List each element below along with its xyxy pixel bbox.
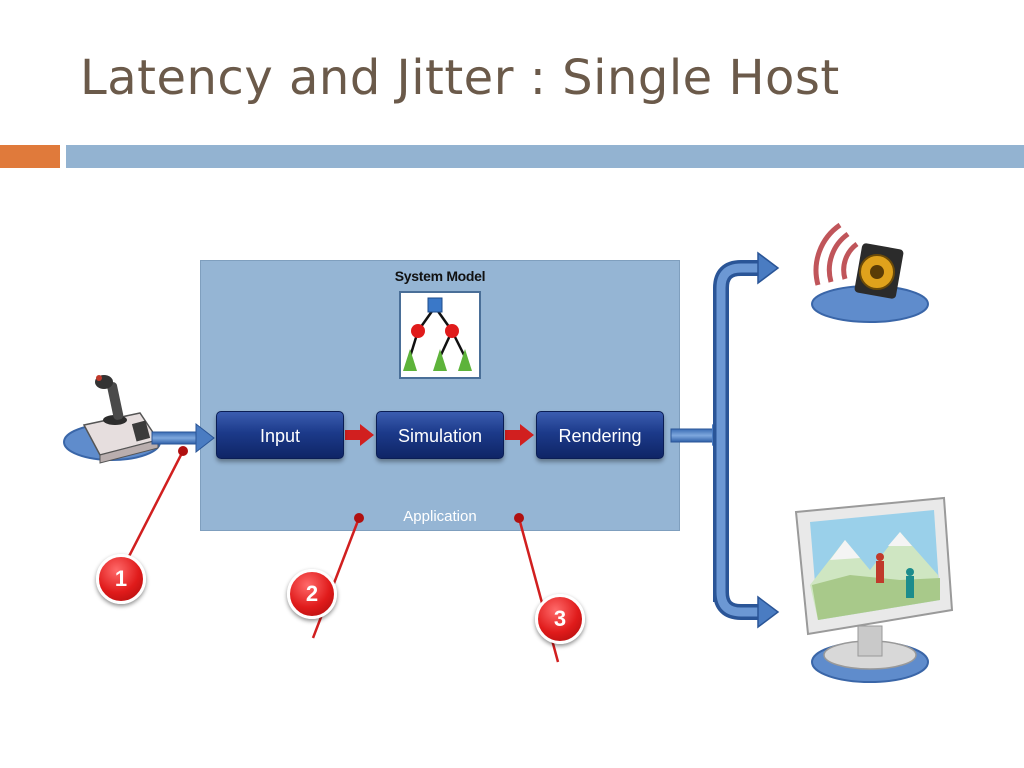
monitor-icon [794, 496, 954, 683]
output-branch-pipe [670, 251, 780, 629]
simulation-to-rendering-arrow [505, 424, 534, 446]
input-to-simulation-arrow [345, 424, 374, 446]
joystick-icon [63, 375, 161, 464]
stage-rendering: Rendering [536, 411, 664, 459]
latency-marker-2-line [311, 513, 364, 639]
marker-badge-3: 3 [535, 594, 585, 644]
system-model-tree-icon [399, 291, 481, 379]
application-box [200, 260, 680, 531]
marker-badge-1: 1 [96, 554, 146, 604]
system-model-label: System Model [394, 268, 486, 284]
title-accent-bar-orange [0, 145, 60, 168]
stage-input: Input [216, 411, 344, 459]
stage-simulation: Simulation [376, 411, 504, 459]
speaker-icon [811, 222, 929, 323]
title-accent-bar-blue [66, 145, 1024, 168]
latency-marker-1-line [120, 446, 188, 571]
joystick-to-input-arrow [151, 422, 215, 454]
marker-badge-2: 2 [287, 569, 337, 619]
application-label: Application [403, 508, 477, 525]
slide-title: Latency and Jitter : Single Host [80, 50, 840, 106]
